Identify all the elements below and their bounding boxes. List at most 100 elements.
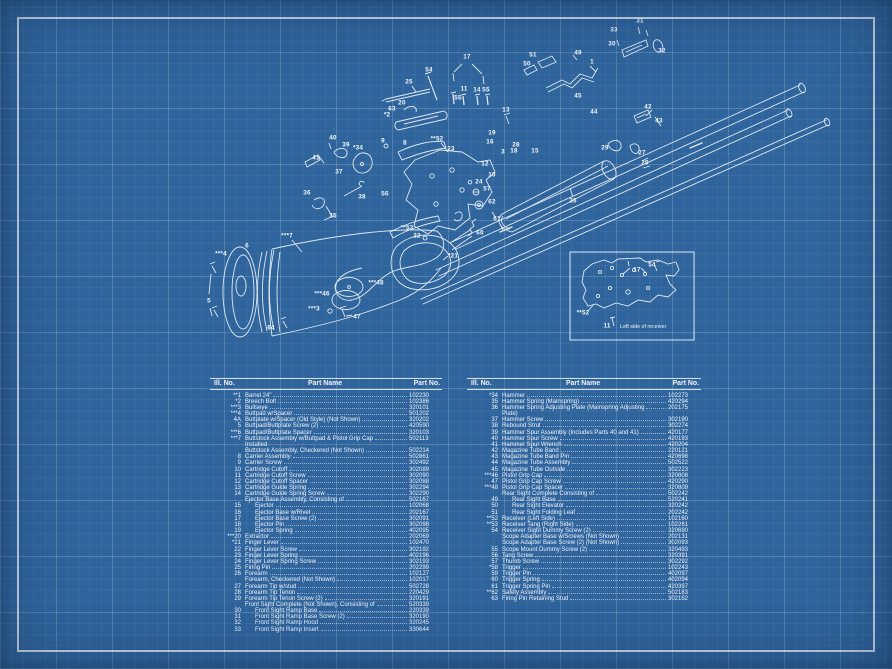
part-callout: ***3 [308,305,320,313]
table-row: Front Sight Complete (Not Shown), Consis… [245,601,430,608]
part-callout: 51 [529,51,537,59]
part-callout: 41 [312,154,320,162]
table-row: Buttstock Assembly, Checkered (Not Shown… [245,448,430,455]
part-callout: 9 [381,137,385,145]
part-callout: 47 [353,313,361,321]
part-callout: 1 [590,58,594,66]
part-callout: 45 [574,92,582,100]
part-callout: 25 [405,78,413,86]
hammer-spur-parts [304,142,365,221]
part-callout: 24 [475,178,483,186]
grip-cap-parts [331,277,364,318]
part-callout: *34 [352,144,364,152]
part-callout: 6 [245,242,249,250]
part-callout: 19 [488,129,496,137]
forearm [498,160,617,233]
table-row: Installed [245,441,268,448]
part-callout: 10 [488,171,496,179]
part-callout: ***46 [314,290,330,298]
part-callout: 57 [483,185,491,193]
part-callout: 39 [342,141,350,149]
receiver-parts [352,88,496,239]
part-callout: 43 [655,117,663,125]
barrel-tubes [420,82,831,305]
part-callout: *2 [383,111,391,119]
part-callout: 5 [207,297,211,305]
trigger-parts [422,180,504,241]
part-callout: 35 [329,212,337,220]
part-callout: 32 [658,47,666,55]
part-callout: 64 [267,324,275,332]
table-row: Plate) [502,411,518,418]
column-header-part-no: Part No. [672,380,699,387]
part-callout: 44 [590,108,598,116]
part-callout: 29 [601,144,609,152]
part-callout: 17 [463,53,471,61]
parts-table-right-header: Ill. No. Part Name Part No. [467,378,701,391]
buttpad-parts [208,246,333,338]
finger-lever [390,229,473,291]
part-callout: 12 [481,160,489,168]
part-callout: 8 [403,139,407,147]
part-callout: 33 [610,26,618,34]
part-callout: 63 [388,105,396,113]
part-callout: 40 [329,134,337,142]
inset-receiver-box [569,251,695,341]
part-callout: **52 [430,135,444,143]
table-row: Forearm, Checkered (Not Shown)102017 [245,577,430,584]
part-callout: *21 [447,252,459,260]
part-callout: **53 [400,224,414,232]
column-header-ill-no: Ill. No. [214,380,235,387]
table-row: Scope Adapter Base w/Screws (Not Shown)2… [502,534,689,541]
part-callout: 30 [608,40,616,48]
part-callout: 31 [636,17,644,25]
part-callout: 49 [574,49,582,57]
part-callout: 11 [603,322,611,330]
screws [424,63,511,125]
part-callout: 20 [398,99,406,107]
part-callout: 54 [425,66,433,74]
rear-sight-parts [523,55,599,93]
